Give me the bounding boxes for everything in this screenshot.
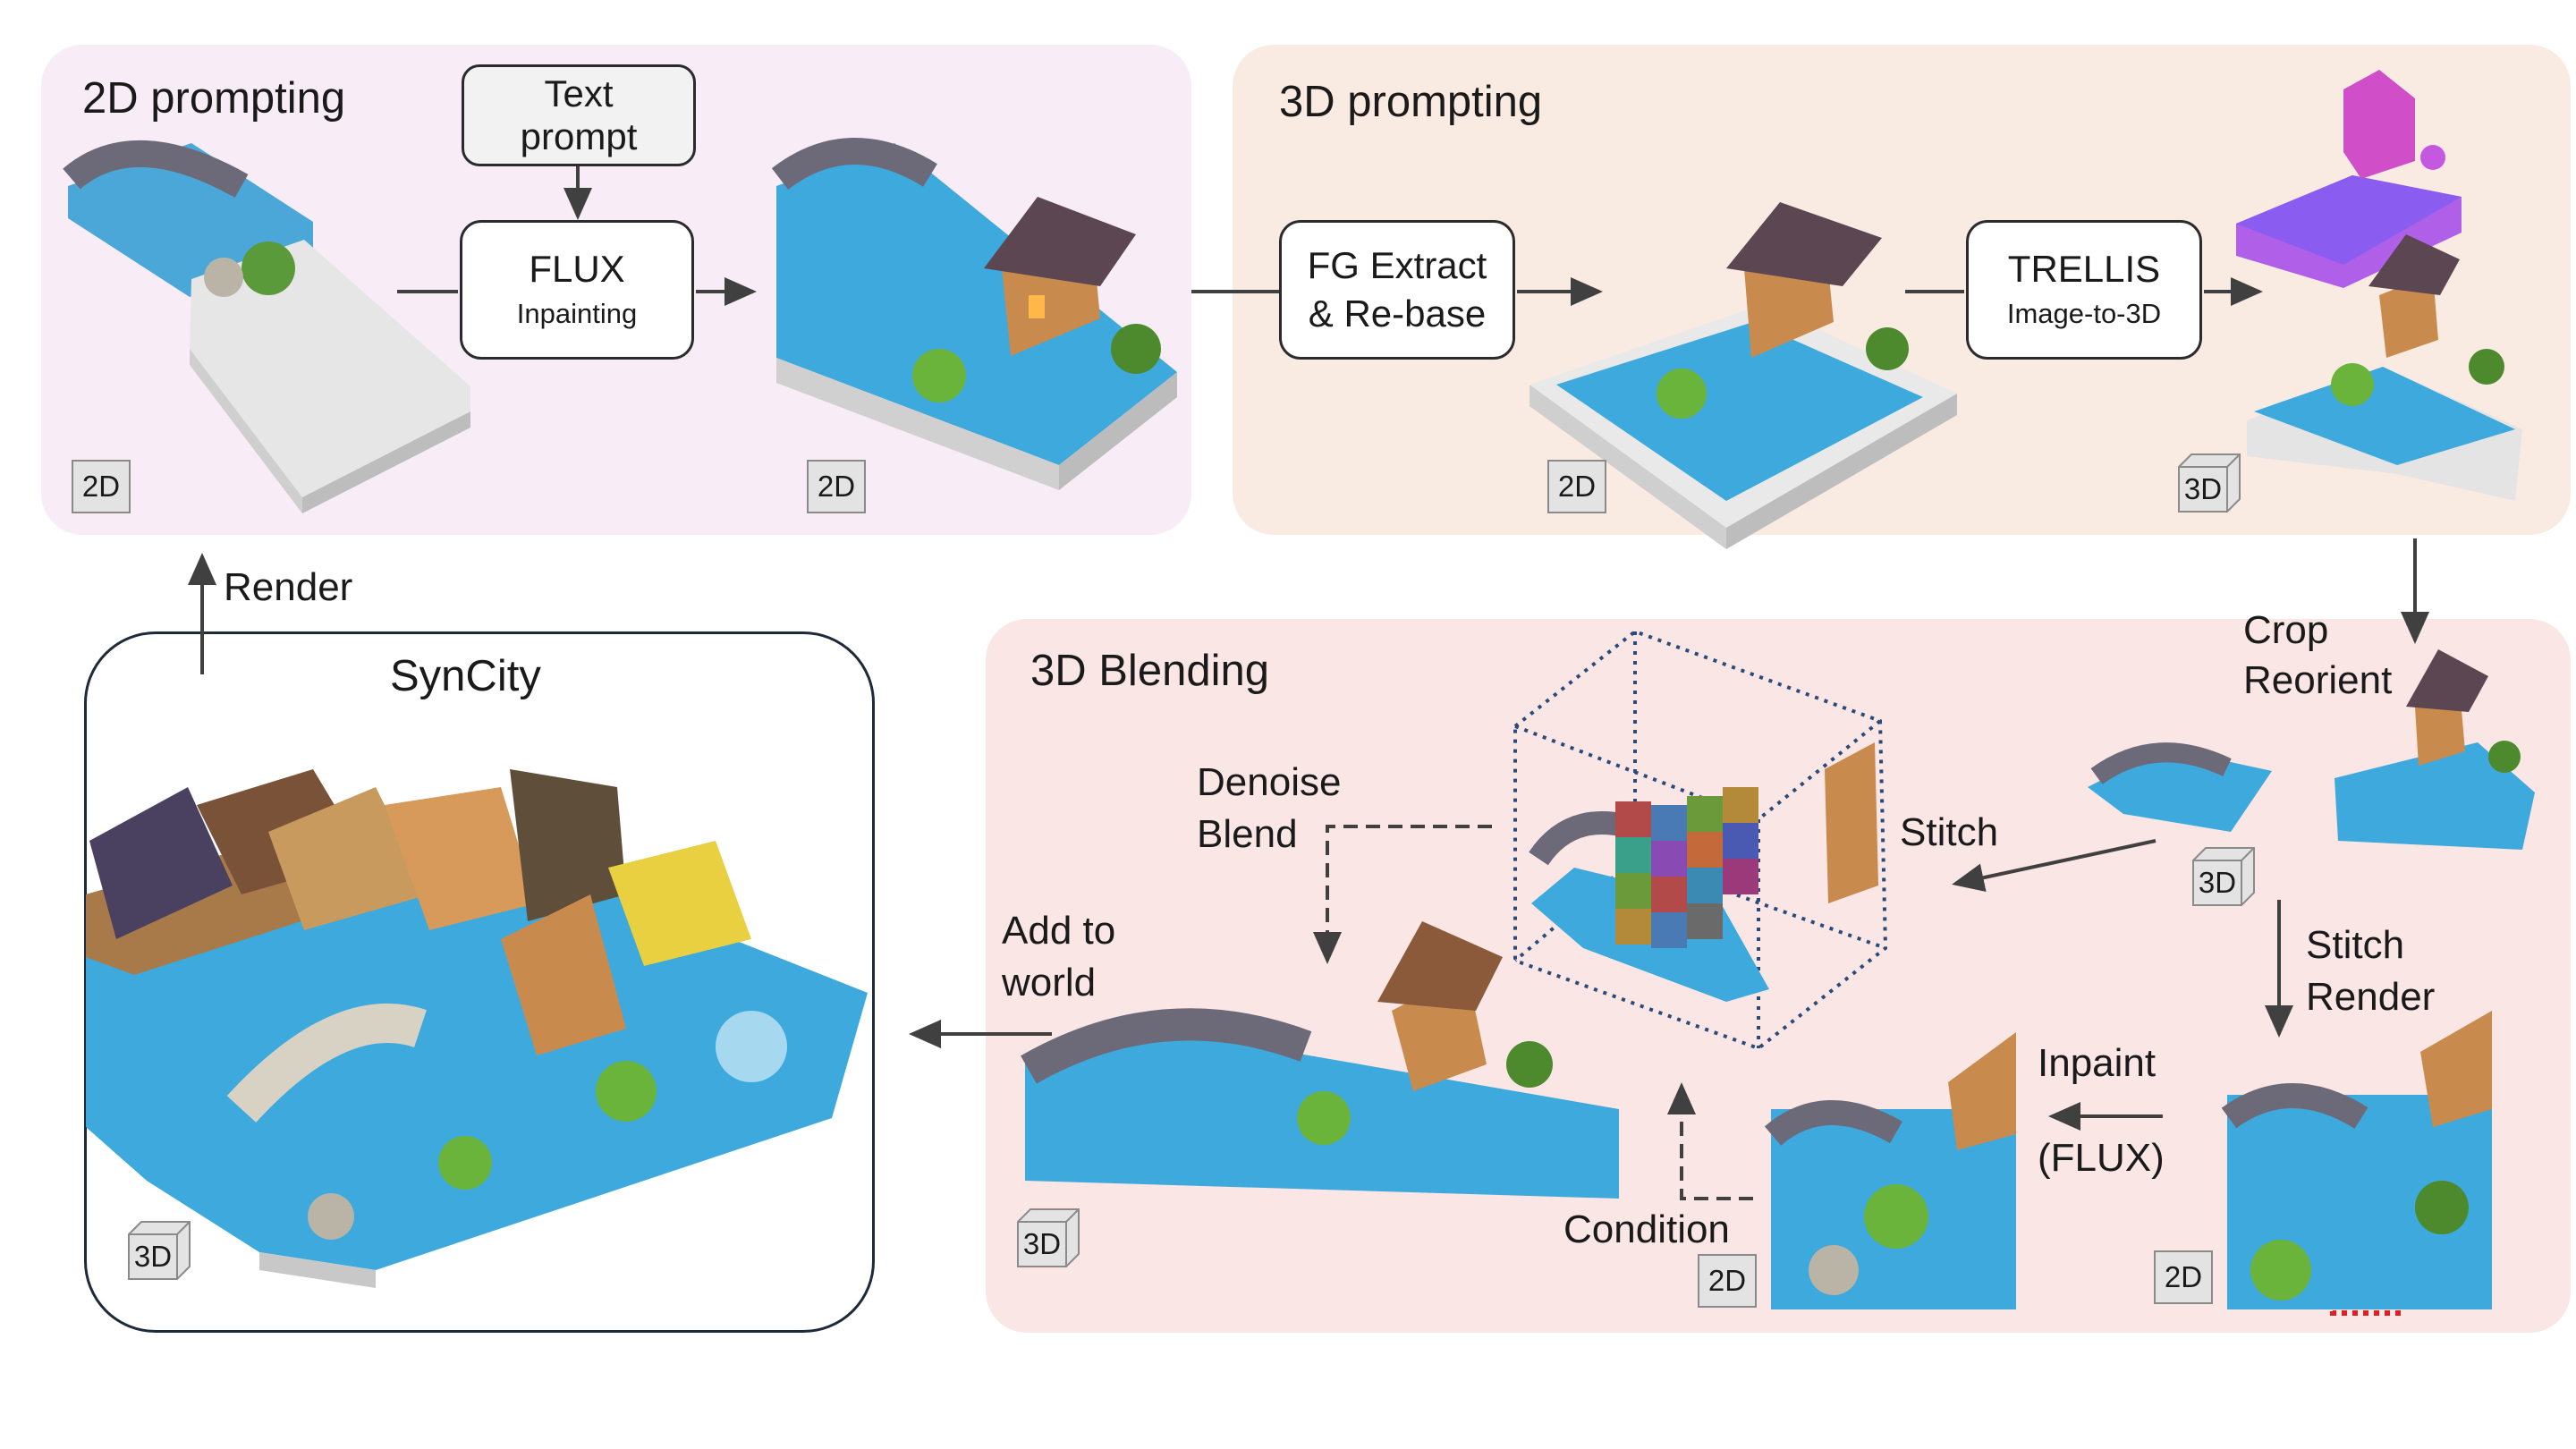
label-blend: Blend bbox=[1197, 812, 1298, 856]
label-stitch-render-1: Stitch bbox=[2306, 923, 2405, 967]
fg-extract-line1: FG Extract bbox=[1307, 244, 1487, 286]
fg-extract-box: FG Extract & Re-base bbox=[1279, 220, 1515, 360]
arrow-denoise-blend bbox=[1313, 825, 1492, 964]
label-denoise: Denoise bbox=[1197, 760, 1342, 804]
label-condition: Condition bbox=[1563, 1208, 1730, 1251]
trellis-label: TRELLIS bbox=[2007, 248, 2161, 290]
text-prompt-box: Text prompt bbox=[462, 64, 696, 166]
badge-3d-crop-text: 3D bbox=[2198, 866, 2237, 899]
flux-sublabel: Inpainting bbox=[516, 298, 638, 329]
flux-label: FLUX bbox=[529, 248, 625, 290]
trellis-sublabel: Image-to-3D bbox=[2006, 298, 2162, 329]
cube-icon bbox=[128, 1221, 191, 1280]
label-reorient: Reorient bbox=[2243, 658, 2393, 702]
badge-3d-trellis-text: 3D bbox=[2183, 472, 2223, 505]
text-prompt-line2: prompt bbox=[520, 115, 638, 157]
title-3d-blending: 3D Blending bbox=[1030, 647, 1269, 695]
arrow-stitch bbox=[1952, 839, 2157, 892]
stitch-render-2d bbox=[2221, 1011, 2492, 1309]
input-partial-scene bbox=[63, 140, 470, 513]
badge-3d-syncity-text: 3D bbox=[133, 1240, 173, 1273]
arrow-condition bbox=[1667, 1082, 1753, 1200]
badge-2d-inpaint: 2D bbox=[1698, 1254, 1757, 1308]
fg-extract-line2: & Re-base bbox=[1308, 292, 1487, 335]
blended-3d-strip bbox=[1021, 921, 1619, 1199]
label-world: world bbox=[1002, 961, 1097, 1004]
label-render: Render bbox=[224, 565, 353, 609]
label-inpaint: Inpaint bbox=[2038, 1041, 2157, 1085]
syncity-world bbox=[86, 769, 868, 1288]
badge-3d-crop: 3D bbox=[2188, 843, 2259, 911]
cube-icon bbox=[2192, 847, 2255, 906]
badge-2d-fg: 2D bbox=[1547, 460, 1606, 513]
trellis-box: TRELLIS Image-to-3D bbox=[1966, 220, 2202, 360]
badge-2d-input: 2D bbox=[72, 460, 131, 513]
label-stitch: Stitch bbox=[1900, 810, 1999, 854]
title-2d-prompting: 2D prompting bbox=[82, 74, 346, 123]
badge-3d-blend-text: 3D bbox=[1022, 1227, 1062, 1260]
title-3d-prompting: 3D prompting bbox=[1279, 78, 1543, 126]
label-flux-paren: (FLUX) bbox=[2038, 1136, 2165, 1180]
inpaint-result-2d bbox=[1764, 1032, 2016, 1309]
label-crop: Crop bbox=[2243, 608, 2329, 652]
title-syncity: SynCity bbox=[390, 652, 541, 700]
label-add-to: Add to bbox=[1002, 909, 1116, 953]
cube-icon bbox=[1017, 1208, 1080, 1267]
output-house-scene bbox=[771, 138, 1177, 490]
crop-reorient-tiles bbox=[2088, 649, 2535, 850]
flux-inpainting-box: FLUX Inpainting bbox=[460, 220, 694, 360]
label-stitch-render-2: Render bbox=[2306, 975, 2436, 1019]
text-prompt-line1: Text bbox=[544, 72, 614, 114]
badge-3d-syncity: 3D bbox=[123, 1216, 195, 1284]
fg-extracted-scene bbox=[1530, 202, 1957, 549]
cube-icon bbox=[2178, 453, 2241, 513]
badge-2d-stitch-render: 2D bbox=[2154, 1250, 2213, 1304]
badge-2d-output: 2D bbox=[807, 460, 866, 513]
badge-3d-trellis: 3D bbox=[2174, 449, 2245, 517]
voxel-blend-scene bbox=[1529, 742, 1878, 1002]
trellis-3d-output bbox=[2236, 70, 2522, 501]
badge-3d-blend: 3D bbox=[1013, 1204, 1084, 1272]
